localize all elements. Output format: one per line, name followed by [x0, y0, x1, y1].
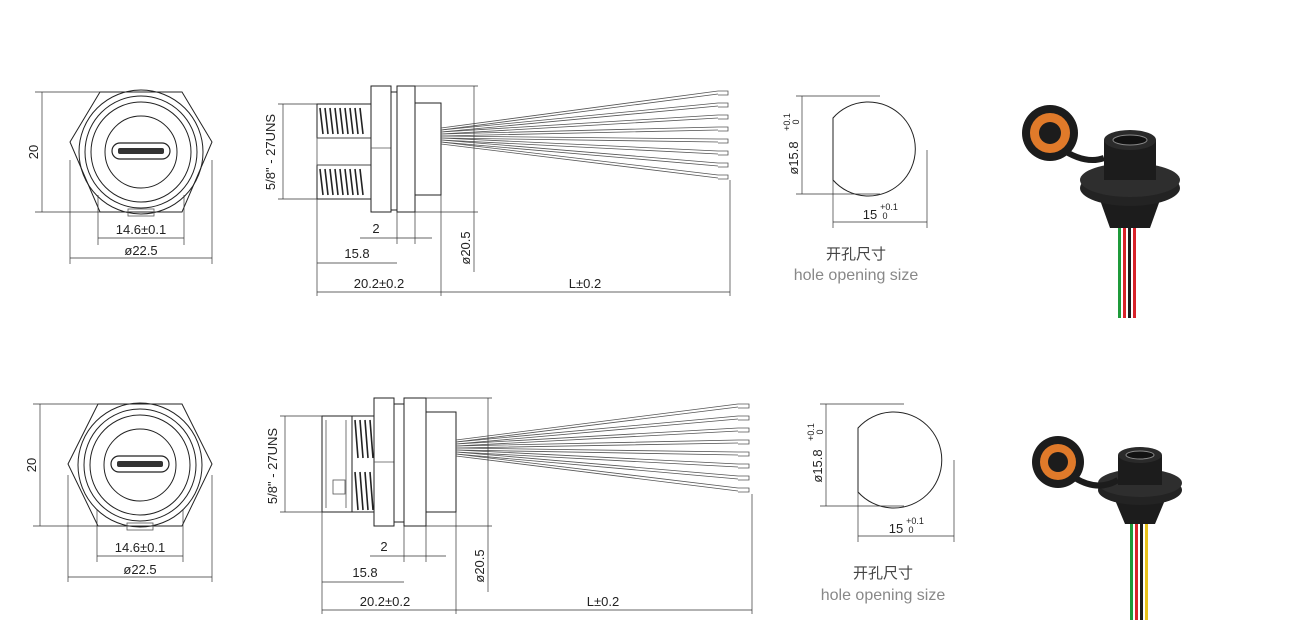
side-view-1: 5/8" - 27UNS 2 15.8 20.2±0.2 ø20.5 L±0.2 [263, 85, 731, 296]
cap-latch [332, 479, 346, 495]
front-view-2: 20 14.6±0.1 ø22.5 [24, 402, 213, 582]
hole-width-tol-lower: 0 [882, 211, 887, 221]
wire-yellow [1145, 520, 1148, 620]
hole-height-label: ø15.8 [786, 141, 801, 174]
dust-cap-body [321, 415, 353, 513]
dim-height-label: 20 [26, 145, 41, 159]
hole-height-tol-upper: +0.1 [806, 423, 816, 441]
dim-wire-length-label: L±0.2 [569, 276, 601, 291]
product-photo-1 [1022, 105, 1180, 318]
dim-body-diameter-label: ø20.5 [472, 549, 487, 582]
hole-caption-en: hole opening size [794, 267, 919, 284]
front-ring [84, 95, 198, 209]
hole-width-tol-upper: +0.1 [880, 202, 898, 212]
usb-port-icon [1112, 134, 1148, 146]
washer [390, 91, 398, 211]
front-view-1: 20 14.6±0.1 ø22.5 [26, 89, 213, 264]
hole-shape [857, 411, 943, 509]
wires-1 [440, 90, 729, 180]
usb-c-tongue [118, 148, 164, 154]
dim-height-label: 20 [24, 458, 39, 472]
front-inner-circle [104, 115, 178, 189]
product-photo-2 [1032, 436, 1182, 620]
hole-caption-en: hole opening size [821, 587, 946, 604]
front-ring [83, 408, 197, 522]
side-view-2: 5/8" - 27UNS 2 15.8 20.2±0.2 ø20.5 L±0.2 [265, 397, 753, 614]
dim-body-diameter-label: ø20.5 [458, 231, 473, 264]
front-key-tab [126, 522, 154, 531]
hole-shape [832, 101, 916, 197]
row-2: 20 14.6±0.1 ø22.5 [24, 397, 1182, 620]
row-1: 20 14.6±0.1 ø22.5 [26, 85, 1180, 318]
wire-green [1118, 220, 1121, 318]
dim-depth-label: 15.8 [352, 565, 377, 580]
front-outer-circle [78, 89, 204, 215]
thread-lines-upper [354, 419, 374, 459]
rear-body [425, 411, 457, 513]
hole-height-tol-upper: +0.1 [782, 113, 792, 131]
front-inner-circle [103, 428, 177, 502]
dim-wire-length-label: L±0.2 [587, 594, 619, 609]
rear-body [414, 102, 442, 196]
hole-view-1: ø15.8 +0.1 0 15 +0.1 0 开孔尺寸 hole opening… [782, 95, 928, 284]
hole-width-tol-upper: +0.1 [906, 516, 924, 526]
dim-diameter-label: ø22.5 [124, 243, 157, 258]
body-core [316, 137, 372, 166]
hole-width-tol-lower: 0 [908, 525, 913, 535]
dim-depth-label: 15.8 [344, 246, 369, 261]
thread-lines-lower [319, 168, 364, 196]
hole-height-tol-lower: 0 [815, 429, 825, 434]
usb-port-icon [1125, 450, 1155, 460]
front-ring-inner [90, 101, 192, 203]
hole-view-2: ø15.8 +0.1 0 15 +0.1 0 开孔尺寸 hole opening… [806, 403, 955, 604]
hole-height-tol-lower: 0 [791, 119, 801, 124]
dim-thread-label: 5/8" - 27UNS [263, 114, 278, 190]
hole-width-label: 15 [889, 521, 903, 536]
hole-width-label: 15 [863, 207, 877, 222]
dim-total-label: 20.2±0.2 [354, 276, 405, 291]
washer [393, 403, 405, 523]
wire-red [1135, 520, 1138, 620]
wire-green [1130, 520, 1133, 620]
dim-total-label: 20.2±0.2 [360, 594, 411, 609]
cap-center [1048, 452, 1068, 472]
wires-2 [455, 403, 750, 493]
connector-rear [1115, 500, 1165, 524]
wire-black [1128, 220, 1131, 318]
hex-nut-side [370, 85, 392, 213]
usb-c-tongue [117, 461, 163, 467]
thread-lines-lower [354, 471, 374, 511]
wire-black [1140, 520, 1143, 620]
front-key-tab [127, 208, 155, 217]
connector-rear [1100, 200, 1160, 228]
dim-flange-label: 2 [372, 221, 379, 236]
dim-slot-width-label: 14.6±0.1 [116, 222, 167, 237]
flange [396, 85, 416, 213]
front-ring-inner [89, 414, 191, 516]
front-outer-circle [77, 402, 203, 528]
flange [403, 397, 427, 527]
hole-height-label: ø15.8 [810, 449, 825, 482]
dim-slot-width-label: 14.6±0.1 [115, 540, 166, 555]
cap-tether [1073, 475, 1120, 489]
wire-red [1123, 220, 1126, 318]
dim-flange-label: 2 [380, 539, 387, 554]
thread-lines-upper [319, 107, 364, 135]
hole-caption-cn: 开孔尺寸 [826, 245, 886, 263]
dim-thread-label: 5/8" - 27UNS [265, 428, 280, 504]
hole-caption-cn: 开孔尺寸 [853, 564, 913, 582]
wire-red-2 [1133, 220, 1136, 318]
dim-diameter-label: ø22.5 [123, 562, 156, 577]
cap-center [1039, 122, 1061, 144]
dust-cap-detail [325, 420, 347, 508]
